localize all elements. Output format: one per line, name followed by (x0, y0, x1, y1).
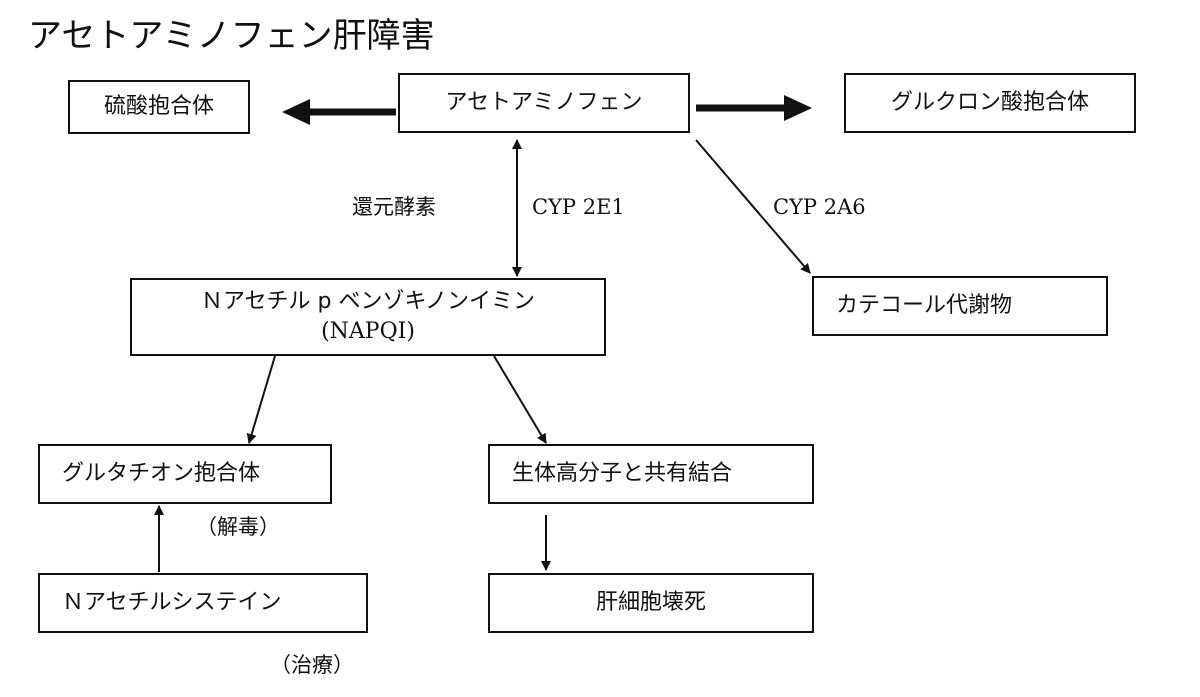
arrow-to-covalent-binding (493, 355, 547, 444)
node-label: 生体高分子と共有結合 (512, 461, 733, 486)
node-hepatocyte-necrosis: 肝細胞壊死 (488, 573, 814, 633)
node-glutathione-conjugate: グルタチオン抱合体 (38, 444, 332, 504)
node-sulfate-conjugate: 硫酸抱合体 (68, 80, 250, 134)
arrow-to-catechol-metabolite (695, 139, 811, 274)
node-label: アセトアミノフェン (445, 90, 643, 115)
node-abbreviation: (NAPQI) (321, 319, 415, 344)
arrow-to-glutathione-conjugate (246, 355, 276, 444)
node-label: グルクロン酸抱合体 (890, 90, 1089, 115)
node-covalent-binding: 生体高分子と共有結合 (488, 444, 814, 504)
label-cyp2a6: CYP 2A6 (773, 195, 866, 219)
label-reductase: 還元酵素 (352, 195, 436, 219)
node-label: Ｎアセチル p ベンゾキノンイミン (201, 289, 535, 314)
node-label: 硫酸抱合体 (103, 94, 214, 119)
arrow-to-glucuronide-conjugate (696, 95, 812, 121)
node-n-acetylcysteine: Ｎアセチルシステイン (38, 573, 368, 633)
page-title: アセトアミノフェン肝障害 (28, 16, 435, 56)
node-napqi: Ｎアセチル p ベンゾキノンイミン (NAPQI) (130, 278, 606, 356)
arrow-to-sulfate-conjugate (282, 99, 396, 125)
node-catechol-metabolite: カテコール代謝物 (812, 276, 1108, 336)
label-treatment: （治療） (270, 653, 354, 677)
node-label: グルタチオン抱合体 (62, 461, 261, 486)
node-acetaminophen: アセトアミノフェン (398, 73, 690, 133)
label-cyp2e1: CYP 2E1 (532, 195, 625, 219)
label-detox: （解毒） (196, 515, 280, 539)
node-label: 肝細胞壊死 (595, 590, 706, 615)
node-label: Ｎアセチルシステイン (62, 590, 282, 615)
node-label: カテコール代謝物 (836, 293, 1013, 318)
node-glucuronide-conjugate: グルクロン酸抱合体 (844, 73, 1136, 133)
